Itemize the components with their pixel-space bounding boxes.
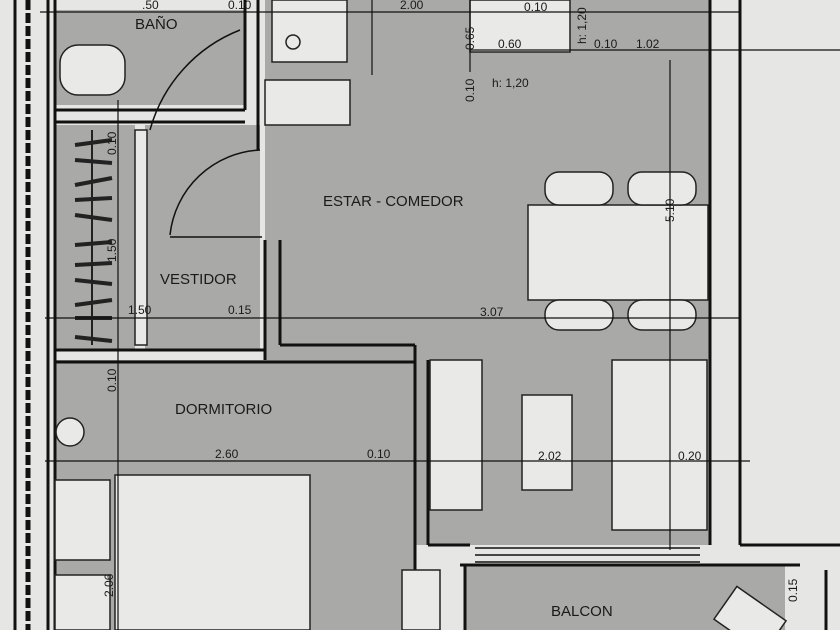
dim-label: 2.60 xyxy=(215,447,239,461)
dim-label: 0.15 xyxy=(228,303,252,317)
room-label-balcon: BALCON xyxy=(551,603,613,620)
dim-label: 1.50 xyxy=(128,303,152,317)
chair xyxy=(544,171,614,206)
dimension-lines xyxy=(40,0,840,630)
chair xyxy=(627,299,697,331)
toilet-icon xyxy=(59,44,126,96)
dim-label: 1.50 xyxy=(105,238,119,262)
sofa xyxy=(611,359,708,531)
dim-label: h: 1,20 xyxy=(575,7,589,44)
dim-label: 2.00 xyxy=(400,0,424,12)
dim-label: 3.07 xyxy=(480,305,504,319)
furniture xyxy=(54,0,788,630)
room-label-estar-comedor: ESTAR - COMEDOR xyxy=(323,193,464,210)
tv-unit xyxy=(429,359,483,511)
walls xyxy=(13,0,840,630)
closet-hangers xyxy=(74,130,113,345)
stove-icon xyxy=(264,79,351,126)
balcon-chair xyxy=(712,585,788,630)
dim-label: 0.10 xyxy=(463,78,477,102)
room-label-dormitorio: DORMITORIO xyxy=(175,401,272,418)
dim-label: h: 1,20 xyxy=(492,76,529,90)
dim-label: 0.15 xyxy=(786,578,800,602)
dim-label: 0.10 xyxy=(105,368,119,392)
door-swing-vestidor xyxy=(169,149,261,236)
dim-label: 0.10 xyxy=(524,0,548,14)
bed xyxy=(114,474,311,630)
door-swing-bano xyxy=(149,29,241,131)
dim-label: 2.02 xyxy=(538,449,562,463)
washer xyxy=(55,417,85,447)
dim-label: .50 xyxy=(142,0,159,12)
dim-label: 2.06 xyxy=(102,573,116,597)
dim-label: 0.60 xyxy=(498,37,522,51)
chair xyxy=(627,171,697,206)
dim-label: 0.20 xyxy=(678,449,702,463)
room-label-bano: BAÑO xyxy=(135,16,178,33)
dining-table xyxy=(527,204,709,301)
coffee-table xyxy=(521,394,573,491)
room-label-vestidor: VESTIDOR xyxy=(160,271,237,288)
dim-label: 1.02 xyxy=(636,37,660,51)
dim-label: 0.10 xyxy=(105,131,119,155)
dim-label: 0.10 xyxy=(228,0,252,12)
dim-label: 0.10 xyxy=(594,37,618,51)
dim-label: 0.65 xyxy=(463,26,477,50)
dim-label: 5.10 xyxy=(663,198,677,222)
chair xyxy=(544,299,614,331)
dim-label: 0.10 xyxy=(367,447,391,461)
